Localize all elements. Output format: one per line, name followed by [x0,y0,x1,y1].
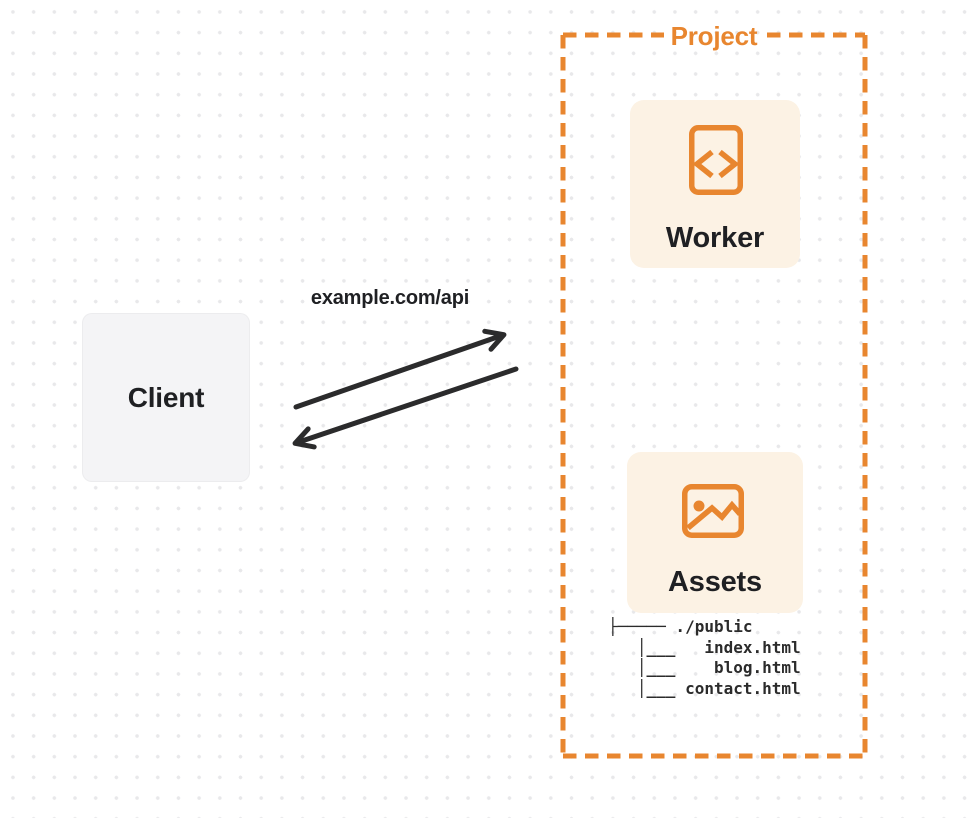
response-arrow [292,366,519,450]
request-url-label: example.com/api [310,287,470,309]
code-file-icon [689,125,743,195]
request-arrow [293,328,507,410]
file-tree-line: │___ index.html [608,637,801,657]
client-label: Client [127,381,205,413]
file-tree-line: │___ blog.html [608,658,801,677]
assets-node: Assets [627,452,803,613]
file-tree-line: ├───── ./public [608,617,753,636]
file-tree-line: │___ contact.html [608,678,801,698]
worker-label: Worker [665,222,765,254]
project-title: Project [670,21,758,51]
image-icon [682,484,744,538]
worker-node: Worker [630,100,800,268]
client-node: Client [82,313,250,482]
file-tree: ├───── ./public │___ index.html │___ blo… [608,617,801,699]
assets-label: Assets [668,566,762,598]
